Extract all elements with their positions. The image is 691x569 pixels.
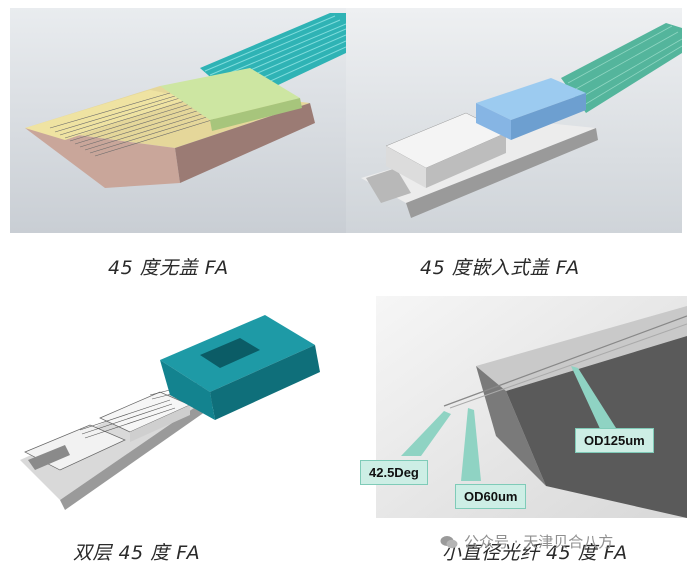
callout-od-small: OD60um [455, 484, 527, 509]
caption-no-lid-fa: 45 度无盖 FA [108, 257, 229, 279]
caption-embedded-lid-fa: 45 度嵌入式盖 FA [420, 257, 580, 279]
caption-dual-layer-fa: 双层 45 度 FA [73, 542, 201, 564]
watermark-text: 公众号 · 天津贝合八方 [464, 533, 614, 551]
wechat-icon [440, 535, 458, 549]
callout-angle: 42.5Deg [360, 460, 428, 485]
panel-embedded-lid-fa [346, 8, 682, 233]
embedded-lid-fa-render [346, 8, 682, 233]
watermark: 公众号 · 天津贝合八方 [440, 531, 613, 552]
callout-od-large: OD125um [575, 428, 654, 453]
no-lid-fa-render [10, 8, 346, 233]
panel-dual-layer-fa [10, 300, 346, 525]
panel-no-lid-fa [10, 8, 346, 233]
caption-small-diameter-fiber-fa: 小直径光纤 45 度 FA [442, 542, 628, 564]
dual-layer-fa-render [10, 300, 346, 525]
